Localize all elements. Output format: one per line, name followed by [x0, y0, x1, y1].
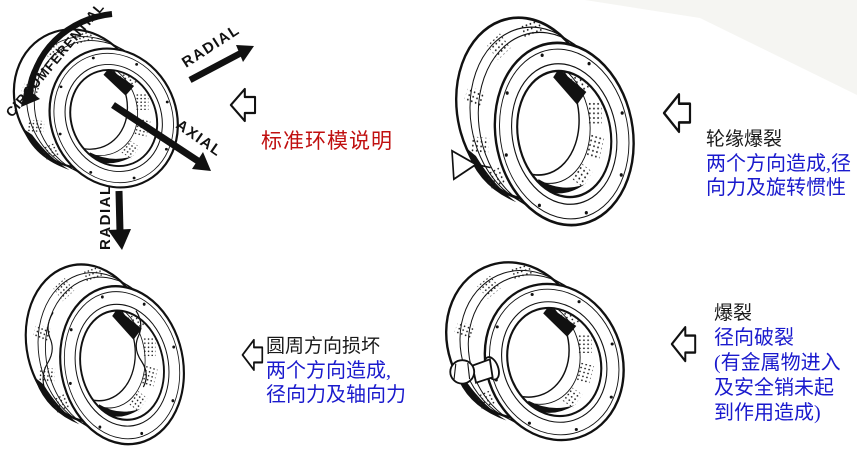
callout-arrow-icon [670, 325, 697, 363]
axial-label: AXIAL [173, 116, 226, 160]
circumferential-arrow [21, 11, 113, 107]
failure-note-radial-burst: 爆裂 径向破裂 (有金属物进入 及安全销未起 到作用造成) [714, 302, 841, 426]
failure-title: 圆周方向损坏 [266, 336, 381, 357]
rim-burst-ring-illustration [436, 0, 654, 246]
circumferential-crack-line [42, 312, 54, 388]
radial-arrow-upper [188, 45, 254, 83]
failure-description: 两个方向造成, 径向力及轴向力 [266, 360, 406, 406]
failure-description: 径向破裂 (有金属物进入 及安全销未起 到作用造成) [714, 327, 841, 424]
failure-note-rim-burst: 轮缘爆裂 两个方向造成,径 向力及旋转惯性 [706, 128, 851, 200]
circumferential-damage-ring-illustration [8, 246, 202, 460]
rim-crack [451, 149, 491, 181]
failure-note-circumferential-damage: 圆周方向损坏 两个方向造成, 径向力及轴向力 [266, 335, 406, 407]
callout-arrow-icon [229, 87, 257, 123]
safety-bolt [449, 356, 500, 385]
callout-arrow-icon [241, 338, 264, 371]
radial-upper-label: RADIAL [179, 21, 243, 71]
reference-caption: 标准环模说明 [261, 129, 393, 153]
scan-artifact [585, 0, 857, 95]
circumferential-crack-line [135, 310, 147, 388]
callout-arrow-icon [662, 93, 692, 134]
axial-arrow [111, 102, 211, 171]
failure-title: 爆裂 [714, 303, 753, 324]
reference-ring-illustration [0, 14, 197, 204]
failure-description: 两个方向造成,径 向力及旋转惯性 [706, 153, 851, 199]
radial-lower-label: RADIAL [97, 184, 114, 250]
radial-burst-ring-illustration [426, 244, 644, 457]
radial-arrow-lower [108, 190, 131, 250]
failure-title: 轮缘爆裂 [706, 129, 783, 150]
